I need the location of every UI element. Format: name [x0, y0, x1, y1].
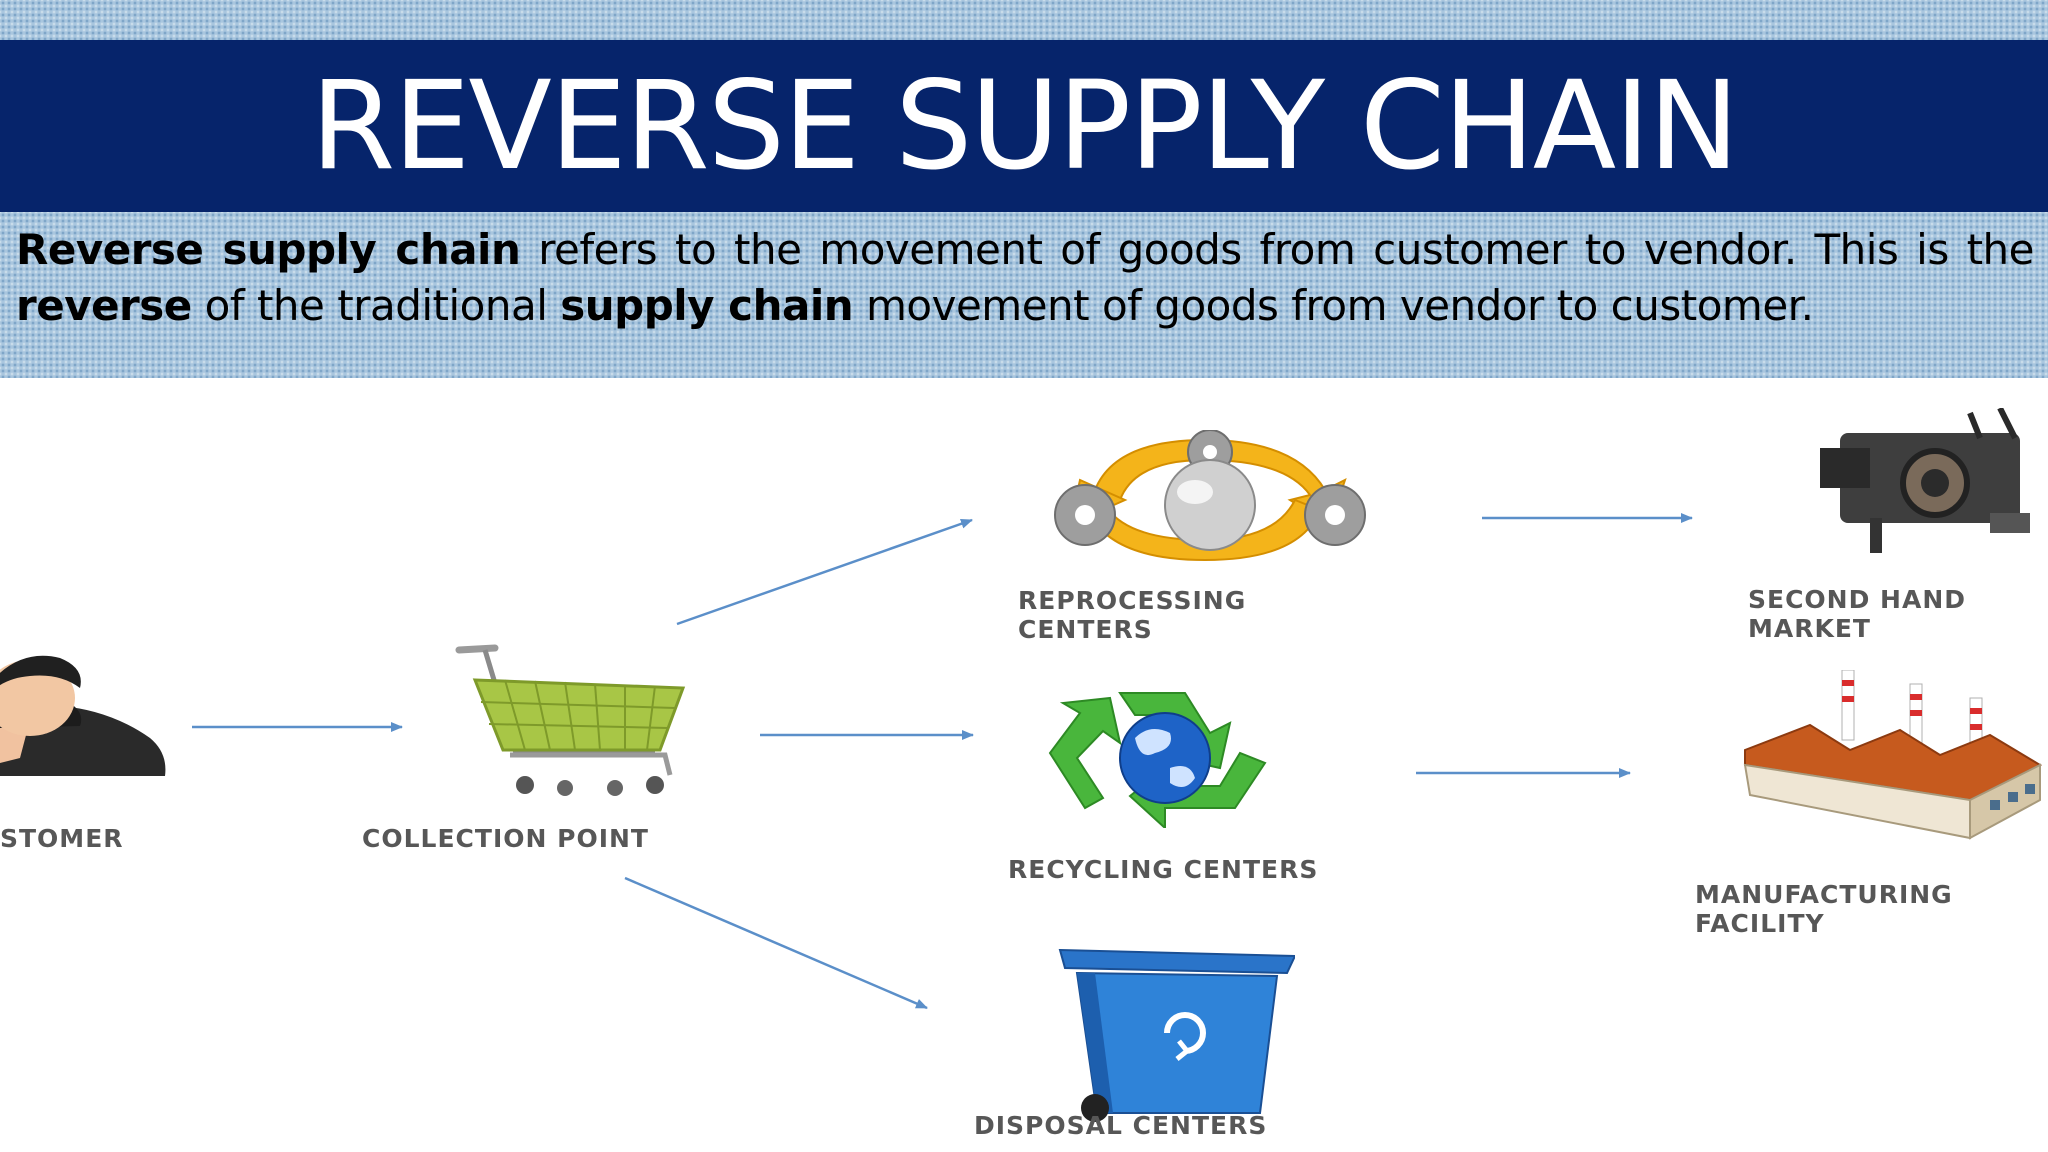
customer-label: STOMER	[0, 824, 124, 853]
manufacturing-label: MANUFACTURING FACILITY	[1695, 880, 1953, 938]
recycling-label: RECYCLING CENTERS	[1008, 855, 1319, 884]
definition-text-2: of the traditional	[191, 281, 561, 330]
arrow-collection-to-reprocessing	[676, 518, 973, 626]
collection-point-label: COLLECTION POINT	[362, 824, 649, 853]
businessman-icon	[0, 655, 166, 776]
recycle-globe-icon	[1048, 692, 1267, 828]
wheelie-bin-icon	[1058, 948, 1295, 1122]
arrow-collection-to-disposal	[624, 876, 928, 1010]
term-reverse-supply-chain: Reverse supply chain	[16, 225, 521, 274]
reprocessing-label-line2: CENTERS	[1018, 615, 1153, 644]
definition-paragraph: Reverse supply chain refers to the movem…	[16, 222, 2034, 334]
top-pattern-band	[0, 0, 2048, 40]
second-hand-label: SECOND HAND MARKET	[1748, 585, 1966, 643]
second-hand-label-line1: SECOND HAND	[1748, 585, 1967, 614]
engine-icon	[1820, 408, 2030, 553]
definition-text-1: refers to the movement of goods from cus…	[520, 225, 2034, 274]
reprocessing-label-line1: REPROCESSING	[1018, 586, 1247, 615]
slide-title: REVERSE SUPPLY CHAIN	[310, 55, 1739, 197]
factory-icon	[1743, 670, 2043, 840]
shopping-cart-icon	[455, 644, 686, 796]
term-reverse: reverse	[16, 281, 192, 330]
title-bar: REVERSE SUPPLY CHAIN	[0, 40, 2048, 212]
manufacturing-label-line1: MANUFACTURING	[1695, 880, 1953, 909]
manufacturing-label-line2: FACILITY	[1695, 909, 1825, 938]
second-hand-label-line2: MARKET	[1748, 614, 1871, 643]
flow-arrows	[192, 513, 1693, 1010]
definition-text-3: movement of goods from vendor to custome…	[853, 281, 1814, 330]
reverse-supply-chain-diagram: STOMER COLLECTION POINT REPROCESSING CEN…	[0, 378, 2048, 1152]
reprocessing-label: REPROCESSING CENTERS	[1018, 586, 1246, 644]
recycle-arrow-icon	[1164, 1012, 1206, 1061]
disposal-label: DISPOSAL CENTERS	[974, 1111, 1268, 1140]
term-supply-chain: supply chain	[560, 281, 854, 330]
gears-cycle-icon	[1054, 430, 1366, 562]
definition-band	[0, 212, 2048, 378]
